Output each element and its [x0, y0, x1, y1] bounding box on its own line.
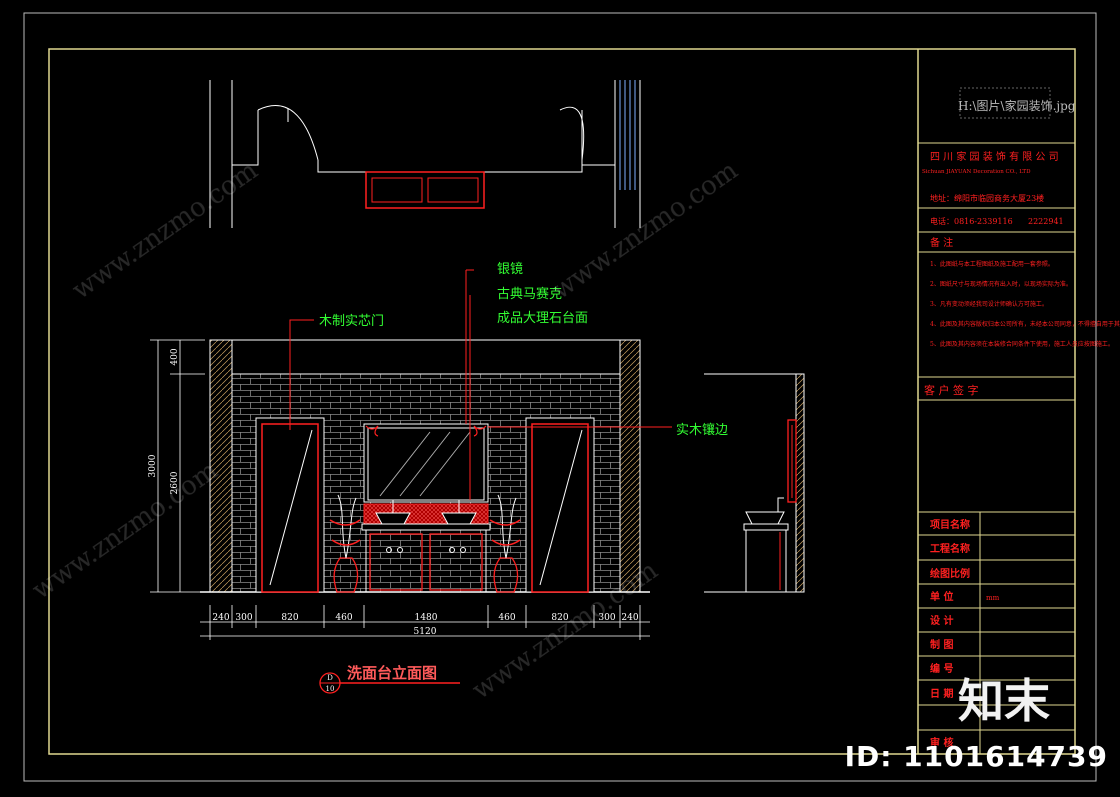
dimension-texts: 240 300 820 460 1480 460 820 300 240 512…: [148, 348, 639, 637]
drawing-title: 洗面台立面图: [347, 664, 437, 682]
dim-text: 240: [621, 613, 638, 623]
mirror: [363, 423, 489, 503]
row-label: 单 位: [930, 590, 953, 603]
dimension-lines: [150, 339, 650, 640]
company-name-cn: 四 川 家 园 装 饰 有 限 公 司: [930, 150, 1059, 163]
row-label: 工程名称: [930, 542, 970, 555]
note-line: 2、图纸尺寸与现场情况有出入时，以现场实际为准。: [930, 280, 1072, 288]
watermark-text: www.znzmo.com: [27, 456, 224, 606]
row-label: 日 期: [930, 687, 953, 700]
unit-value: mm: [986, 594, 1000, 602]
outer-frame: [23, 12, 1097, 782]
leader-lines: [289, 269, 672, 500]
company-phone-1: 电话：0816-2339116: [930, 216, 1013, 226]
row-label: 项目名称: [930, 518, 970, 531]
dim-text: 240: [212, 613, 229, 623]
note-line: 4、此图及其内容版权归本公司所有，未经本公司同意，不得擅自用于其他工程。: [930, 320, 1120, 328]
row-label: 编 号: [930, 662, 953, 675]
side-elevation: [704, 373, 805, 593]
dim-text: 820: [281, 613, 298, 623]
dim-text: 300: [598, 613, 615, 623]
row-label: 制 图: [930, 638, 953, 651]
label-wood-edge: 实木镶边: [676, 422, 728, 438]
main-elevation: [200, 269, 672, 593]
label-door: 木制实芯门: [319, 314, 384, 329]
brand-mark: 知末: [958, 674, 1050, 728]
image-id: ID: 1101614739: [844, 740, 1108, 773]
basins: [375, 499, 477, 525]
row-label: 设 计: [930, 614, 953, 627]
callout-bottom: 10: [326, 685, 335, 693]
notes-list: 1、此图纸与本工程图纸及施工配用一套参照。 2、图纸尺寸与现场情况有出入时，以现…: [930, 260, 1120, 348]
label-mirror: 银镜: [497, 262, 523, 277]
row-label: 审 核: [930, 736, 953, 749]
note-line: 5、此图及其内容须在本装修合同条件下使用，施工人员应按图施工。: [930, 340, 1114, 348]
right-door: [525, 417, 595, 593]
dim-vertical-top: 400: [170, 348, 180, 365]
label-mosaic: 古典马赛克: [497, 286, 562, 302]
note-line: 3、凡有变动须经我司设计师确认方可施工。: [930, 300, 1048, 308]
annotation-labels: 银镜 古典马赛克 成品大理石台面 木制实芯门 实木镶边: [319, 262, 728, 438]
dim-total: 5120: [414, 627, 437, 637]
callout-top: D: [327, 674, 333, 682]
watermark-text: www.znzmo.com: [547, 156, 744, 306]
dim-text: 820: [551, 613, 568, 623]
left-door: [255, 417, 325, 593]
dim-text: 460: [498, 613, 515, 623]
row-label: 绘图比例: [930, 567, 970, 580]
dim-text: 1480: [415, 613, 438, 623]
client-signature-label: 客 户 签 字: [924, 383, 979, 397]
notes-heading: 备 注: [930, 236, 953, 249]
marble-top: [361, 523, 491, 531]
plan-view: [209, 80, 641, 228]
drawing-title-group: D 10 洗面台立面图: [319, 664, 460, 694]
dim-text: 300: [235, 613, 252, 623]
logo-placeholder: [959, 87, 1051, 119]
title-block: H:\图片\家园装饰.jpg 四 川 家 园 装 饰 有 限 公 司 Sichu…: [917, 49, 1120, 754]
dim-vertical-outer: 3000: [148, 454, 158, 477]
watermark-text: www.znzmo.com: [67, 156, 264, 306]
note-line: 1、此图纸与本工程图纸及施工配用一套参照。: [930, 260, 1054, 268]
vase-right: [489, 494, 521, 593]
company-name-en: Sichuan JIAYUAN Decoration CO., LTD: [922, 169, 1031, 175]
dim-vertical-inner: 2600: [170, 471, 180, 494]
label-marble: 成品大理石台面: [497, 311, 588, 326]
drawing-border: [48, 48, 1076, 755]
vase-left: [329, 494, 361, 593]
logo-file-text: H:\图片\家园装饰.jpg: [958, 98, 1076, 113]
company-phone-2: 2222941: [1028, 217, 1064, 226]
vanity-cabinet: [365, 529, 487, 593]
title-block-rows: 项目名称 工程名称 绘图比例 单 位 设 计 制 图 编 号 日 期 审 核: [930, 518, 970, 749]
dim-text: 460: [335, 613, 352, 623]
company-address: 地址：绵阳市临园商务大厦23楼: [930, 193, 1044, 203]
